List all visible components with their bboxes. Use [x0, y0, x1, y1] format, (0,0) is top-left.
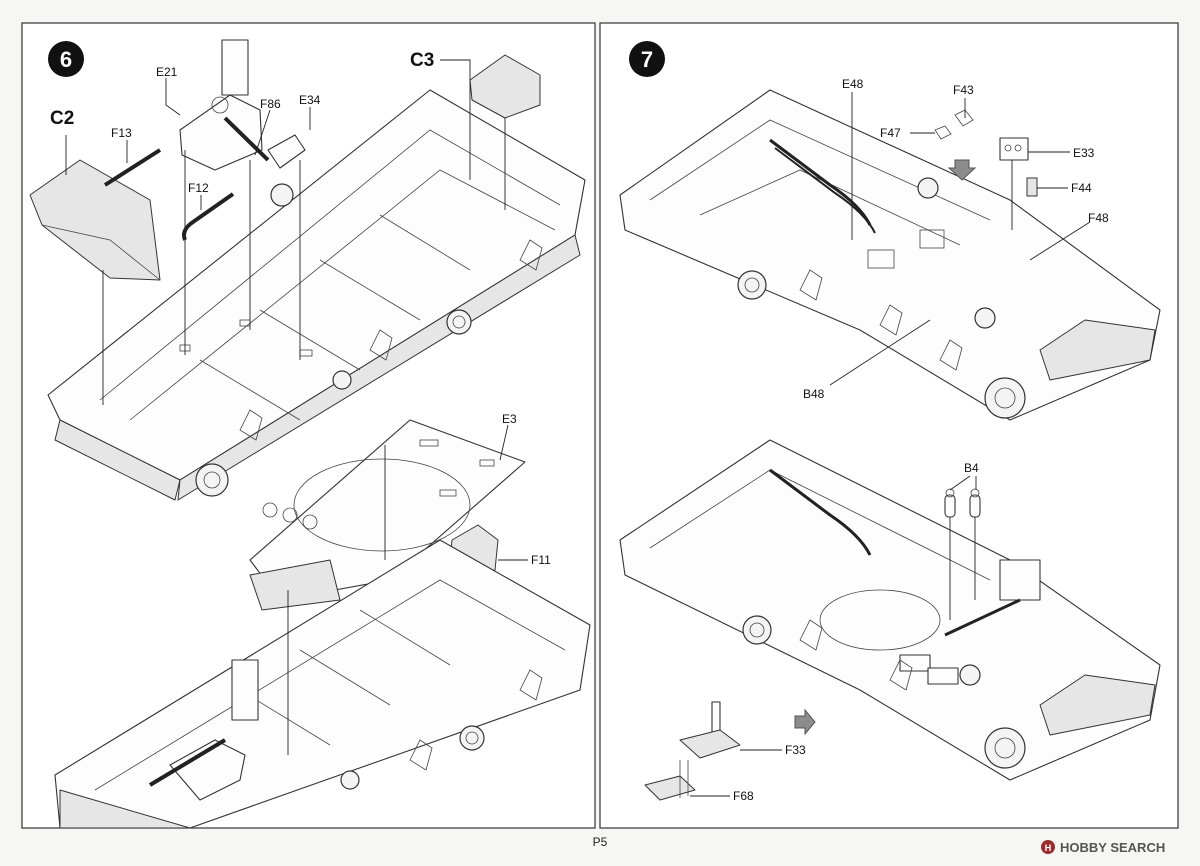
lower-e21-column	[231, 659, 259, 721]
idler-wheel	[446, 309, 472, 335]
step-7: 7	[619, 41, 1161, 803]
part-f13	[103, 148, 162, 187]
label-f44: F44	[1071, 181, 1092, 195]
label-f33: F33	[785, 743, 806, 757]
part-f43	[954, 109, 974, 127]
label-f48: F48	[1088, 211, 1109, 225]
step-6-number: 6	[60, 47, 72, 72]
label-c2: C2	[50, 108, 74, 129]
label-e21: E21	[156, 65, 178, 79]
step7-lower-hull	[619, 439, 1161, 781]
label-c3: C3	[410, 50, 434, 71]
part-f86	[223, 116, 270, 162]
label-e3: E3	[502, 412, 517, 426]
step-7-number: 7	[641, 47, 653, 72]
part-f47	[934, 125, 952, 140]
part-e33	[999, 137, 1029, 161]
step-7-badge	[629, 41, 665, 77]
label-f86: F86	[260, 97, 281, 111]
part-c3	[469, 54, 541, 119]
part-f12	[182, 192, 235, 241]
step7-upper-hull	[619, 89, 1161, 421]
part-e3	[249, 419, 526, 611]
label-e34: E34	[299, 93, 321, 107]
page-number: P5	[593, 835, 608, 849]
watermark-logo-letter: H	[1045, 843, 1052, 853]
step-6-badge	[48, 41, 84, 77]
step6-lower-hull	[54, 539, 591, 829]
label-f13: F13	[111, 126, 132, 140]
label-e33: E33	[1073, 146, 1095, 160]
part-e34	[267, 134, 306, 169]
watermark-brand: HOBBY SEARCH	[1060, 840, 1165, 855]
drive-sprocket	[195, 463, 229, 497]
label-b4: B4	[964, 461, 979, 475]
part-b4	[944, 488, 981, 518]
attach-arrow-down	[947, 159, 977, 181]
hobby-search-watermark: H HOBBY SEARCH	[1041, 840, 1165, 855]
step6-upper-hull	[47, 89, 586, 501]
label-f43: F43	[953, 83, 974, 97]
attach-arrow-right	[794, 708, 816, 736]
label-e48: E48	[842, 77, 864, 91]
part-e21-column	[221, 39, 249, 96]
label-f11: F11	[531, 553, 551, 567]
step-6: 6	[29, 39, 591, 829]
label-f12: F12	[188, 181, 209, 195]
step7-idler-wheel	[737, 270, 767, 300]
part-f44	[1026, 177, 1038, 197]
watermark-logo-icon	[1041, 840, 1055, 854]
part-f33	[679, 701, 741, 759]
label-b48: B48	[803, 387, 825, 401]
label-f47: F47	[880, 126, 901, 140]
label-f68: F68	[733, 789, 754, 803]
part-f68	[644, 760, 696, 801]
step7-drive-sprocket	[984, 377, 1026, 419]
